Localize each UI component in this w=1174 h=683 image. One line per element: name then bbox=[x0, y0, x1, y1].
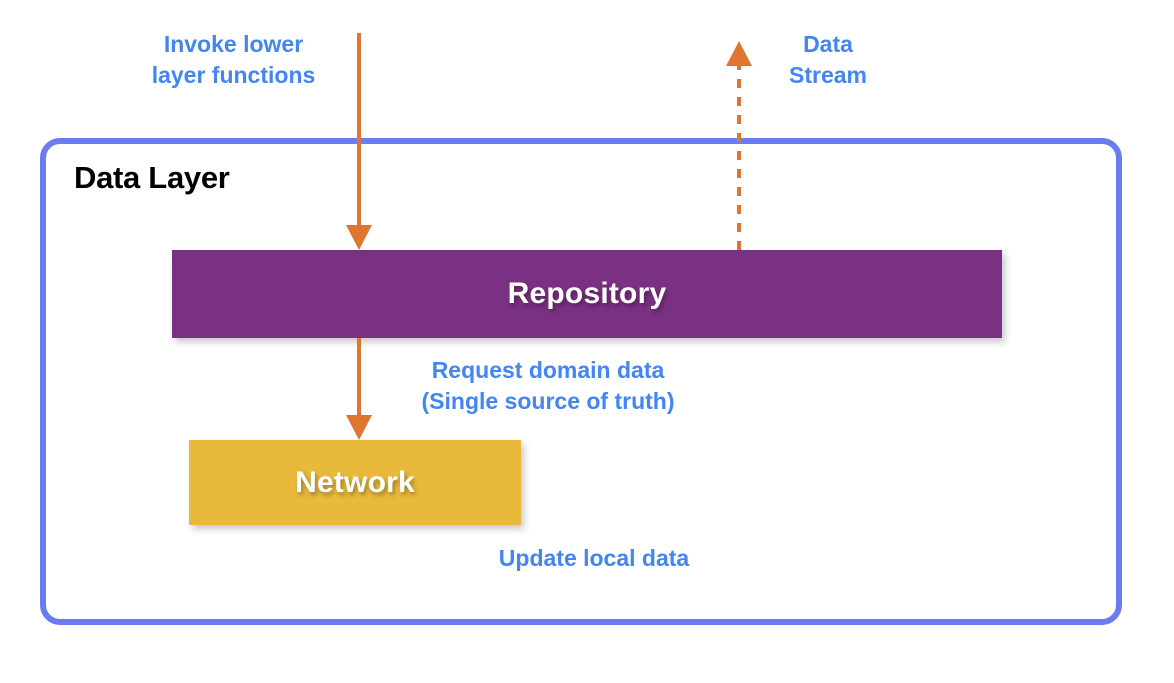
data-layer-title: Data Layer bbox=[74, 160, 230, 195]
annotation-invoke-lower-layer-functions: Invoke lower layer functions bbox=[151, 31, 316, 88]
data-layer-container bbox=[40, 138, 1122, 625]
node-repository-label: Repository bbox=[507, 277, 667, 310]
node-repository[interactable]: Repository bbox=[172, 250, 1002, 338]
node-network[interactable]: Network bbox=[189, 440, 521, 525]
annotation-update-local-data: Update local data bbox=[498, 545, 690, 571]
annotation-data-stream: Data Stream bbox=[789, 31, 867, 88]
annotation-request-domain-data: Request domain data (Single source of tr… bbox=[421, 357, 675, 414]
node-network-label: Network bbox=[295, 465, 415, 499]
